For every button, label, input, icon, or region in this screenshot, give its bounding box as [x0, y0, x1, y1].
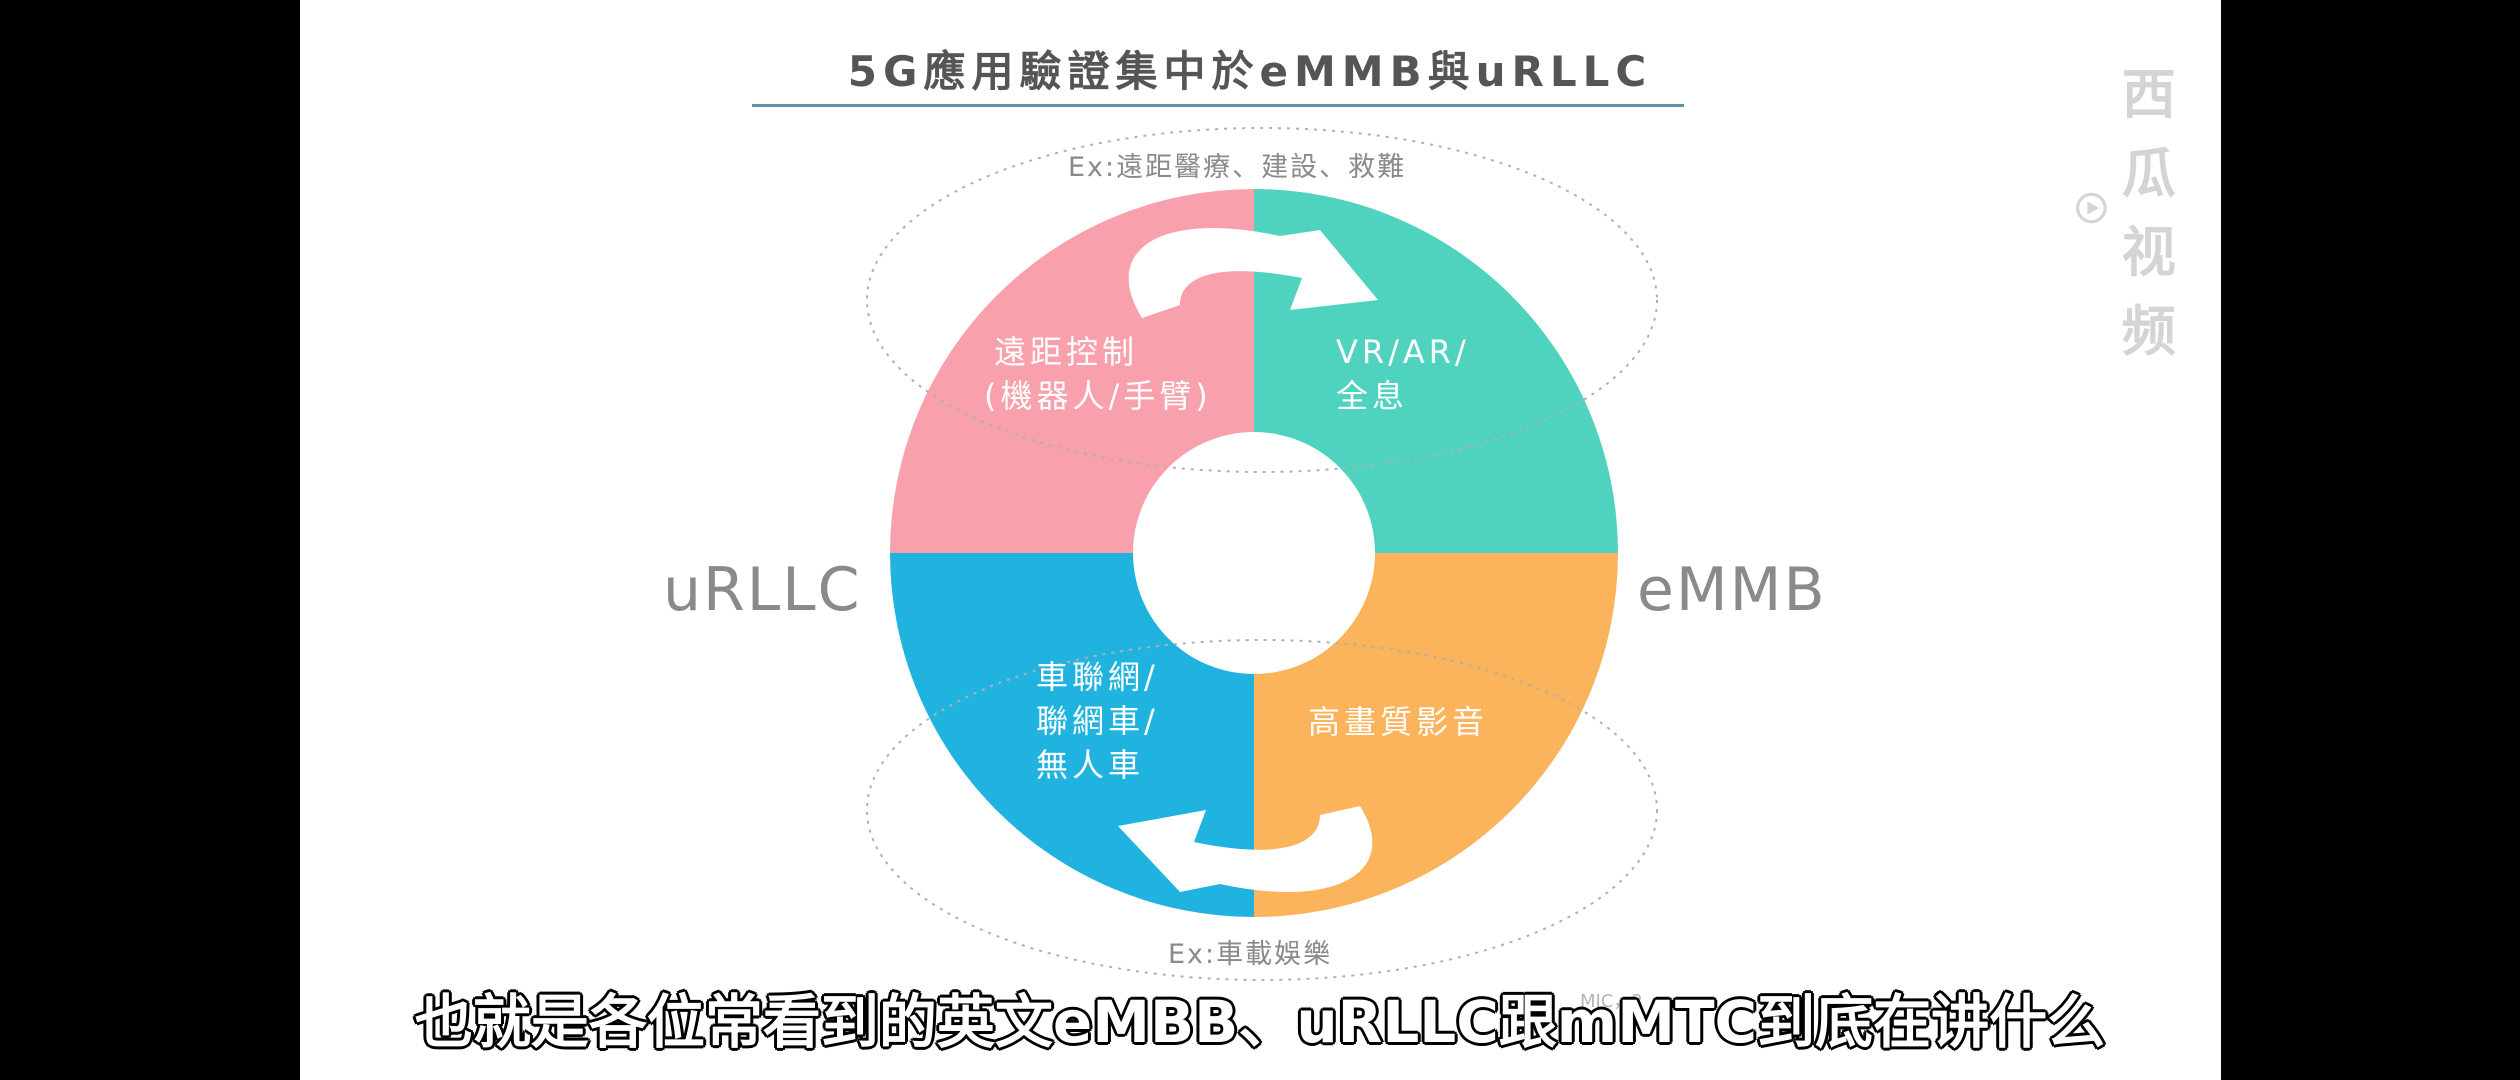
- top-dotted-ellipse: [866, 127, 1658, 473]
- quadrant-line: 聯網車/: [1036, 702, 1159, 740]
- cycle-diagram: [866, 127, 1658, 981]
- quadrant-line: VR/AR/: [1336, 333, 1470, 371]
- quadrant-line: 遠距控制: [994, 333, 1139, 371]
- top-example-label: Ex:遠距醫療、建設、救難: [1068, 152, 1407, 183]
- quadrant-label-bottom-left: 車聯網/ 聯網車/ 無人車: [1036, 655, 1159, 787]
- top-cycle-arrow: [1128, 227, 1378, 318]
- bottom-cycle-arrow: [1118, 806, 1373, 893]
- watermark-text: 西瓜视频: [2121, 63, 2178, 363]
- title-divider: [752, 104, 1684, 107]
- quadrant-line: 全息: [1336, 377, 1409, 415]
- watermark: 西瓜视频: [2075, 50, 2221, 366]
- quadrant-label-top-right: VR/AR/ 全息: [1336, 330, 1470, 418]
- quadrant-line: 車聯網/: [1036, 658, 1159, 696]
- quadrant-line: 高畫質影音: [1308, 703, 1489, 741]
- quadrant-line: (機器人/手臂): [984, 377, 1212, 415]
- quadrant-line: 無人車: [1036, 746, 1145, 784]
- quadrant-label-top-left: 遠距控制 (機器人/手臂): [984, 330, 1212, 418]
- video-subtitle: 也就是各位常看到的英文eMBB、uRLLC跟mMTC到底在讲什么: [414, 988, 2106, 1056]
- embb-label: eMMB: [1637, 555, 1827, 625]
- urllc-label: uRLLC: [663, 555, 862, 625]
- quadrant-label-bottom-right: 高畫質影音: [1308, 700, 1488, 744]
- xigua-play-icon: [2076, 192, 2107, 224]
- bottom-dotted-ellipse: [866, 639, 1658, 981]
- source-credit: MIC，2: [1580, 991, 1643, 1012]
- slide: 5G應用驗證集中於eMMB與uRLLC uRLLC eMMB Ex:遠距醫療、建…: [300, 0, 2221, 1080]
- center-hole: [1133, 432, 1375, 674]
- bottom-example-label: Ex:車載娛樂: [1168, 939, 1333, 970]
- slide-title: 5G應用驗證集中於eMMB與uRLLC: [847, 47, 1653, 96]
